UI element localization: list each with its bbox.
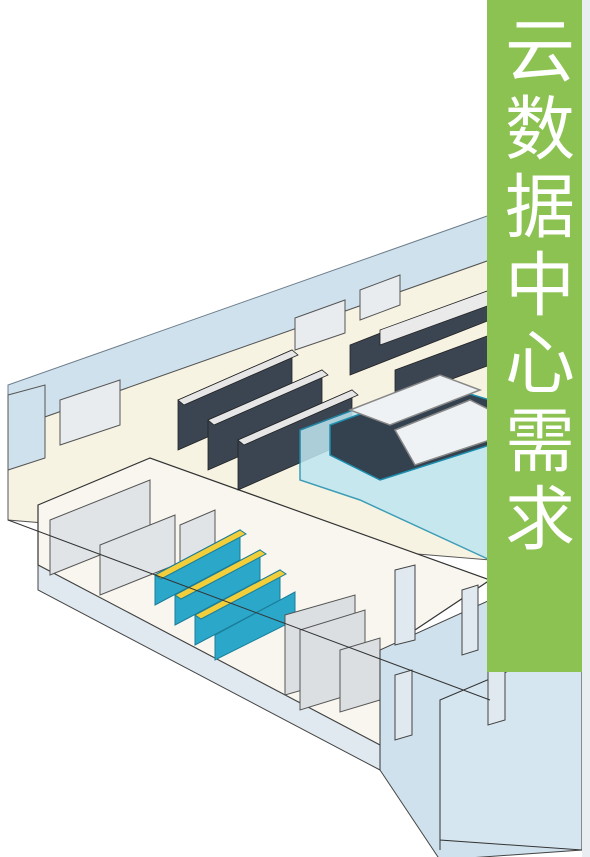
cooling-unit-icon <box>59 274 401 446</box>
page-title: 云数据中心需求 <box>493 14 576 560</box>
server-rack-icon <box>177 349 359 491</box>
title-banner: 云数据中心需求 <box>487 0 582 672</box>
left-room-wall <box>7 384 46 471</box>
battery-shelf-icon <box>154 529 296 661</box>
door-icon <box>394 564 506 741</box>
server-rack-icon <box>349 289 491 401</box>
page-edge <box>582 0 590 857</box>
server-rack-icon <box>284 594 381 713</box>
containment-pod <box>299 374 491 562</box>
